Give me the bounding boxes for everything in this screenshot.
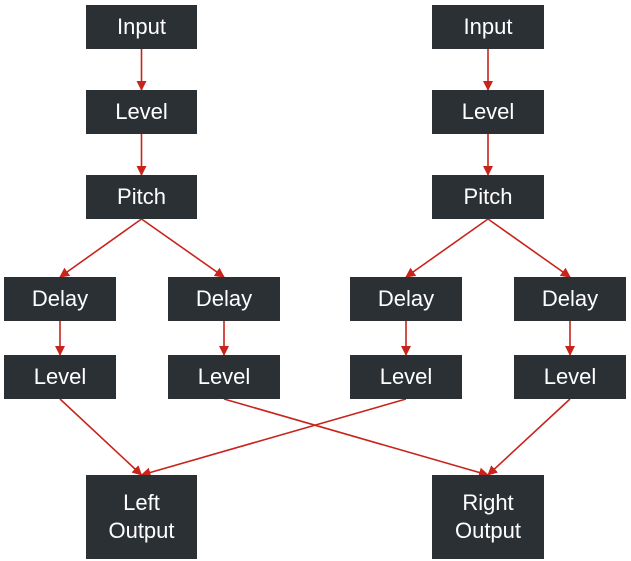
delay-node-left-a-label: Delay	[31, 286, 89, 311]
level-node-left-b: Level	[168, 355, 280, 399]
delay-node-right-b-label: Delay	[541, 286, 599, 311]
edge-pitch_l-to-delay_lr	[141, 218, 225, 278]
level-node-right-b: Level	[514, 355, 626, 399]
level-node-right-a-label: Level	[379, 364, 433, 389]
right-output-node-label: Right Output	[454, 490, 522, 543]
edge-level_rr-to-right_output	[487, 398, 571, 476]
input-node-right-label: Input	[463, 14, 513, 39]
level-node-left-a-label: Level	[33, 364, 87, 389]
delay-node-right-b: Delay	[514, 277, 626, 321]
level-node-left: Level	[86, 90, 197, 134]
delay-node-left-b: Delay	[168, 277, 280, 321]
input-node-left-label: Input	[117, 14, 166, 39]
left-output-node-label: Left Output	[108, 490, 175, 543]
level-node-right-a: Level	[350, 355, 462, 399]
level-node-left-a: Level	[4, 355, 116, 399]
input-node-right: Input	[432, 5, 544, 49]
pitch-node-right-label: Pitch	[463, 184, 513, 209]
pitch-node-left-label: Pitch	[117, 184, 166, 209]
delay-node-right-a-label: Delay	[377, 286, 435, 311]
edge-pitch_r-to-delay_rl	[405, 218, 489, 278]
edge-level_ll-to-left_output	[59, 398, 143, 476]
level-node-right-label: Level	[461, 99, 515, 124]
level-node-left-b-label: Level	[197, 364, 251, 389]
level-node-right: Level	[432, 90, 544, 134]
delay-node-left-a: Delay	[4, 277, 116, 321]
edge-level_lr-to-right_output	[223, 398, 489, 478]
delay-node-left-b-label: Delay	[195, 286, 253, 311]
left-output-node: Left Output	[86, 475, 197, 559]
level-node-left-label: Level	[115, 99, 168, 124]
pitch-node-right: Pitch	[432, 175, 544, 219]
right-output-node: Right Output	[432, 475, 544, 559]
input-node-left: Input	[86, 5, 197, 49]
level-node-right-b-label: Level	[543, 364, 597, 389]
delay-node-right-a: Delay	[350, 277, 462, 321]
pitch-node-left: Pitch	[86, 175, 197, 219]
edge-pitch_l-to-delay_ll	[59, 218, 142, 278]
edge-pitch_r-to-delay_rr	[487, 218, 571, 278]
edge-level_rl-to-left_output	[140, 398, 407, 478]
